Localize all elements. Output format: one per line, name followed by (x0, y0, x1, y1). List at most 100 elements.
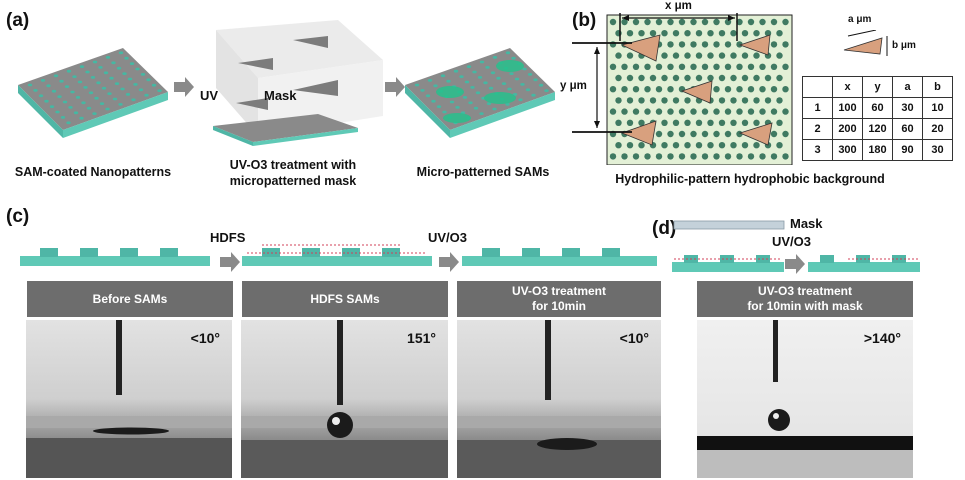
nanopillar-dot (473, 106, 479, 110)
nanopillar-dot (79, 116, 84, 120)
arrow-right-icon (439, 252, 459, 272)
background-dot (690, 63, 697, 70)
background-dot (741, 74, 749, 82)
background-dot (678, 130, 686, 138)
background-dot (678, 63, 686, 70)
background-dot (672, 119, 680, 127)
background-dot (782, 18, 789, 26)
nanopillar-dot (27, 83, 33, 87)
background-dot (782, 153, 789, 160)
nanopillar-dot (157, 89, 162, 92)
background-dot (764, 97, 772, 104)
nanopillar-dot (99, 102, 105, 105)
contact-angle-photo-before: <10° (26, 320, 232, 478)
background-dot (741, 52, 749, 59)
nanopillar-dot (544, 89, 549, 92)
nanopillar-dot (135, 67, 140, 71)
background-dot (684, 142, 691, 149)
nanopillar-dot (49, 105, 55, 108)
background-dot (782, 63, 789, 70)
background-dot (701, 153, 709, 160)
triangle-legend-icon (843, 30, 888, 56)
nanopillar-dot (496, 76, 501, 80)
nanopillar-dot (112, 97, 118, 101)
background-dot (684, 30, 691, 37)
nanopillar-dot (94, 96, 99, 100)
panel-c-label: (c) (6, 206, 30, 227)
background-dot (736, 86, 743, 93)
nanopillar-dot (449, 100, 455, 104)
nanopillar-dot (488, 86, 494, 90)
nanopillar-dot (414, 83, 420, 87)
background-dot (782, 108, 789, 115)
nanopillar-dot (483, 81, 488, 85)
background-dot (684, 119, 691, 127)
nanopillar-dot (114, 82, 120, 85)
background-dot (609, 18, 617, 26)
nanopillar-dot (511, 56, 516, 60)
nanopillar-dot (64, 85, 70, 88)
table-cell: 120 (862, 118, 893, 140)
background-dot (615, 119, 622, 127)
background-dot (667, 41, 674, 48)
nanopillar-dot (427, 79, 433, 82)
contact-angle-value: >140° (863, 330, 901, 346)
background-dot (621, 153, 628, 160)
nanopillar-dot (57, 95, 62, 98)
nanopillar-dot (44, 99, 49, 103)
background-dot (655, 63, 663, 70)
nanopillar-dot (485, 66, 490, 69)
background-dot (695, 30, 703, 37)
y-dimension-label: y μm (560, 80, 587, 92)
background-dot (759, 63, 766, 70)
nanopillar-dot (538, 83, 544, 87)
background-dot (759, 153, 766, 160)
nanopillar-dot (73, 111, 79, 115)
background-dot (661, 97, 668, 104)
nanopillar-dot (68, 106, 73, 109)
background-dot (644, 18, 651, 26)
nanopillar-dot (436, 105, 442, 108)
background-dot (718, 119, 726, 127)
background-dot (707, 30, 714, 37)
background-dot (626, 52, 634, 59)
nanopillar-dot (501, 82, 507, 85)
nanopillar-dot (509, 72, 514, 75)
nanopillar-dot (518, 98, 523, 102)
background-dot (782, 86, 789, 93)
background-dot (770, 41, 778, 48)
uv-treated-schematic (462, 248, 657, 266)
nanopillar-dot (146, 78, 151, 82)
background-dot (770, 108, 778, 115)
nanopillar-dot (129, 62, 135, 65)
nanopillar-dot (533, 78, 538, 82)
arrow-right-icon (220, 252, 240, 272)
background-dot (609, 86, 617, 93)
background-dot (759, 18, 766, 26)
coated-nanopattern-schematic (672, 255, 784, 272)
background-dot (713, 108, 720, 115)
nanopillar-dot (75, 96, 81, 99)
background-dot (776, 52, 783, 59)
nanopillar-dot (522, 67, 527, 71)
background-dot (782, 130, 789, 138)
background-dot (661, 52, 668, 59)
nanopillar-dot (83, 86, 88, 89)
table-cell: 200 (832, 118, 863, 140)
bar-uv-treatment-line1: UV-O3 treatment (511, 284, 607, 298)
nanopillar-dot (111, 61, 116, 65)
nanopillar-dot (105, 107, 110, 111)
nanopillar-dot (520, 83, 525, 86)
background-dot (615, 52, 622, 59)
nanopillar-dot (77, 80, 83, 84)
panel-d-label: (d) (652, 218, 677, 239)
background-dot (695, 142, 703, 149)
nanopillar-dot (66, 121, 71, 125)
background-dot (724, 108, 732, 115)
patterned-result-schematic (808, 255, 920, 272)
table-cell: 2 (802, 118, 833, 140)
background-dot (638, 30, 645, 37)
background-dot (655, 130, 663, 138)
background-dot (724, 63, 732, 70)
table-cell: 3 (802, 139, 833, 161)
